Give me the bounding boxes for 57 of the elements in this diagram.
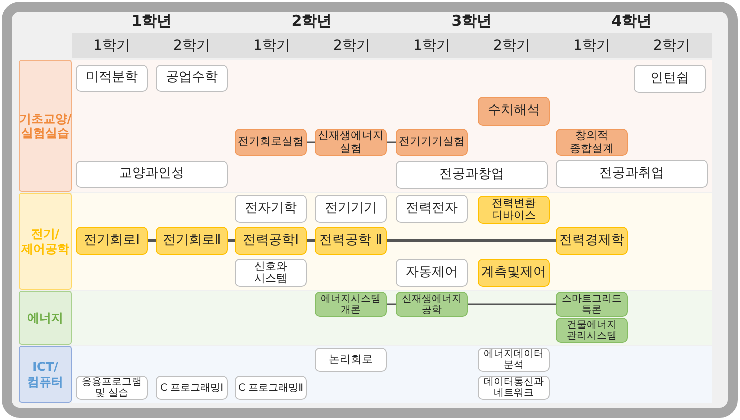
connector-line (307, 142, 315, 144)
connector-line (148, 240, 156, 242)
connector-line (387, 240, 556, 242)
course-box: 전력공학Ⅰ (235, 227, 307, 255)
year-heading: 3학년 (450, 11, 494, 32)
year-heading: 2학년 (290, 11, 334, 32)
course-box: 건물에너지 관리시스템 (556, 318, 628, 343)
course-box: 전기기기실험 (396, 129, 468, 156)
course-box: 수치해석 (478, 97, 550, 126)
course-box: 전기회로실험 (235, 129, 307, 156)
semester-heading: 1학기 (252, 37, 292, 56)
course-box: 스마트그리드 특론 (556, 292, 628, 317)
connector-line (468, 304, 556, 306)
semester-heading: 2학기 (652, 37, 692, 56)
course-box: 창의적 종합설계 (556, 129, 628, 156)
course-box: 계측및제어 (478, 259, 550, 287)
course-box: 전기회로Ⅱ (156, 227, 228, 255)
course-box: 데이터통신과 네트워크 (478, 376, 550, 400)
category-label: 에너지 (19, 291, 72, 345)
year-heading: 1학년 (130, 11, 174, 32)
course-box: 전력변환 디바이스 (478, 196, 550, 224)
connector-line (387, 142, 396, 144)
course-box: 전자기학 (235, 195, 307, 223)
semester-heading: 1학기 (412, 37, 452, 56)
semester-heading: 1학기 (92, 37, 132, 56)
semester-heading: 2학기 (172, 37, 212, 56)
course-box: 전기회로Ⅰ (76, 227, 148, 255)
course-box: 교양과인성 (76, 161, 228, 188)
category-label: 전기/제어공학 (19, 193, 72, 290)
semester-heading: 2학기 (332, 37, 372, 56)
connector-line (228, 240, 235, 242)
course-box: 전력전자 (396, 195, 468, 223)
course-box: 미적분학 (76, 65, 148, 92)
course-box: 신재생에너지 공학 (396, 292, 468, 317)
course-box: 에너지시스템 개론 (315, 292, 387, 317)
course-box: 전공과창업 (396, 161, 548, 189)
course-box: 전공과취업 (556, 160, 708, 188)
connector-line (387, 304, 396, 306)
course-box: 신호와 시스템 (235, 259, 307, 287)
course-box: 인턴쉽 (634, 65, 706, 93)
year-heading: 4학년 (610, 11, 654, 32)
course-box: 에너지데이터 분석 (478, 348, 550, 372)
course-box: 신재생에너지 실험 (315, 129, 387, 156)
connector-line (307, 240, 315, 242)
course-box: 논리회로 (315, 348, 387, 372)
course-box: 전기기기 (315, 195, 387, 223)
semester-heading: 1학기 (572, 37, 612, 56)
semester-heading: 2학기 (492, 37, 532, 56)
course-box: 자동제어 (396, 259, 468, 287)
category-label: 기초교양/실험실습 (19, 60, 72, 192)
course-box: 공업수학 (156, 65, 228, 92)
course-box: C 프로그래밍Ⅱ (235, 376, 307, 400)
course-box: 전력공학 Ⅱ (315, 227, 387, 255)
category-label: ICT/컴퓨터 (19, 346, 72, 403)
course-box: 전력경제학 (556, 227, 628, 255)
course-box: C 프로그래밍Ⅰ (156, 376, 228, 400)
course-box: 응용프로그램 및 실습 (76, 376, 148, 400)
